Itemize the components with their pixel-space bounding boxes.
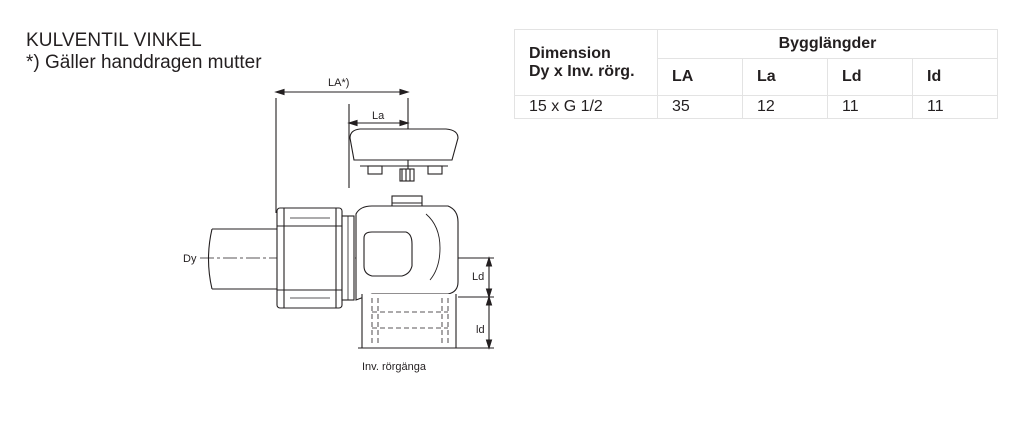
column-header-id: Id xyxy=(912,58,998,96)
drawing-title: KULVENTIL VINKEL xyxy=(26,30,202,51)
cell-dimension: 15 x G 1/2 xyxy=(514,95,658,119)
dimension-header-line1: Dimension xyxy=(529,44,611,62)
dim-label-la: La xyxy=(372,110,385,122)
table-header-row: Dimension Dy x Inv. rörg. Bygglängder xyxy=(514,29,998,96)
column-header-la-upper: LA xyxy=(657,58,743,96)
table-row: 15 x G 1/2 35 12 11 11 xyxy=(514,95,998,119)
cell-id: 11 xyxy=(912,95,998,119)
cell-la-upper: 35 xyxy=(657,95,743,119)
dim-label-dy: Dy xyxy=(183,253,197,265)
drawing-caption: Inv. rörgänga xyxy=(362,361,427,373)
cell-la: 12 xyxy=(742,95,828,119)
dim-label-id: ld xyxy=(476,324,485,336)
column-header-ld: Ld xyxy=(827,58,913,96)
spec-table: Dimension Dy x Inv. rörg. Bygglängder LA… xyxy=(514,29,998,119)
group-header: Bygglängder xyxy=(657,29,998,59)
drawing-subtitle: *) Gäller handdragen mutter xyxy=(26,52,262,73)
cell-ld: 11 xyxy=(827,95,913,119)
table-column-row: LA La Ld Id xyxy=(515,58,998,96)
dimension-header: Dimension Dy x Inv. rörg. xyxy=(514,29,658,96)
dim-label-la-star: LA*) xyxy=(328,77,349,89)
dim-label-ld: Ld xyxy=(472,271,484,283)
dimension-header-line2: Dy x Inv. rörg. xyxy=(529,62,635,80)
column-header-la: La xyxy=(742,58,828,96)
